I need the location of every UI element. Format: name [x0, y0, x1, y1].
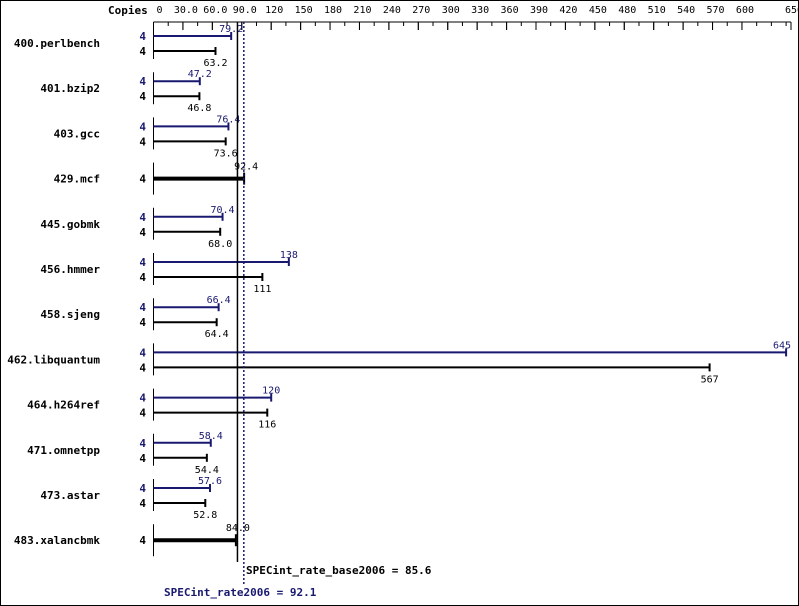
x-tick-label: 360	[501, 5, 519, 16]
x-tick-label: 210	[353, 5, 371, 16]
base-copies: 4	[139, 497, 146, 510]
base-copies: 4	[139, 316, 146, 329]
x-tick-label: 600	[736, 5, 754, 16]
benchmark-name: 429.mcf	[54, 173, 100, 186]
base-copies: 4	[139, 90, 146, 103]
benchmark-row: 462.libquantum 4 645 4 567	[7, 340, 791, 385]
base-value-label: 63.2	[203, 58, 227, 69]
peak-copies: 4	[139, 482, 146, 495]
benchmark-name: 456.hmmer	[40, 263, 100, 276]
x-tick-label: 420	[559, 5, 577, 16]
base-value-label: 54.4	[195, 465, 219, 476]
benchmark-row: 400.perlbench 4 79.2 4 63.2	[14, 24, 243, 69]
peak-value-label: 120	[262, 386, 280, 397]
base-value-label: 73.6	[214, 148, 238, 159]
benchmark-row: 403.gcc 4 76.4 4 73.6	[54, 114, 241, 159]
base-copies: 4	[139, 226, 146, 239]
peak-copies: 4	[139, 120, 146, 133]
benchmark-bars: 400.perlbench479.2463.2401.bzip2447.2446…	[7, 24, 791, 557]
peak-value-label: 70.4	[210, 205, 234, 216]
base-copies: 4	[139, 173, 146, 186]
x-tick-label: 450	[589, 5, 607, 16]
x-tick-label: 650	[785, 5, 799, 16]
benchmark-name: 445.gobmk	[40, 218, 100, 231]
x-tick-label: 390	[530, 5, 548, 16]
peak-value-label: 66.4	[207, 295, 231, 306]
x-tick-label: 30.0	[174, 5, 198, 16]
peak-value-label: 57.6	[198, 476, 222, 487]
peak-copies: 4	[139, 256, 146, 269]
peak-copies: 4	[139, 75, 146, 88]
benchmark-name: 403.gcc	[54, 127, 100, 140]
x-tick-label: 60.0	[203, 5, 227, 16]
peak-copies: 4	[139, 30, 146, 43]
x-tick-label: 120	[265, 5, 283, 16]
benchmark-name: 458.sjeng	[40, 308, 100, 321]
x-tick-label: 300	[442, 5, 460, 16]
base-value-label: 111	[253, 284, 271, 295]
base-summary-label: SPECint_rate_base2006 = 85.6	[246, 564, 432, 577]
benchmark-name: 462.libquantum	[7, 353, 100, 366]
peak-copies: 4	[139, 211, 146, 224]
benchmark-row: 473.astar 4 57.6 4 52.8	[40, 476, 222, 521]
base-copies: 4	[139, 361, 146, 374]
x-tick-label: 90.0	[233, 5, 257, 16]
x-axis: 0 30.0 60.0 90.0 120 150 180 210 240 270 300 330 360…	[153, 5, 799, 30]
summary-reference-lines: SPECint_rate_base2006 = 85.6SPECint_rate…	[164, 22, 432, 599]
benchmark-name: 464.h264ref	[27, 399, 100, 412]
base-copies: 4	[139, 452, 146, 465]
benchmark-row: 458.sjeng 4 66.4 4 64.4	[40, 295, 230, 340]
peak-value-label: 47.2	[188, 69, 212, 80]
benchmark-name: 483.xalancbmk	[14, 534, 100, 547]
benchmark-row: 471.omnetpp 4 58.4 4 54.4	[27, 431, 223, 476]
x-tick-label: 510	[648, 5, 666, 16]
base-copies: 4	[139, 271, 146, 284]
x-tick-label: 570	[707, 5, 725, 16]
benchmark-row: 445.gobmk 4 70.4 4 68.0	[40, 205, 234, 250]
benchmark-name: 400.perlbench	[14, 37, 100, 50]
base-value-label: 52.8	[193, 510, 217, 521]
benchmark-row: 464.h264ref 4 120 4 116	[27, 386, 280, 431]
x-tick-label: 480	[618, 5, 636, 16]
base-value-label: 92.4	[234, 162, 258, 173]
benchmark-name: 471.omnetpp	[27, 444, 100, 457]
benchmark-name: 473.astar	[40, 489, 100, 502]
benchmark-name: 401.bzip2	[40, 82, 100, 95]
peak-copies: 4	[139, 437, 146, 450]
peak-summary-label: SPECint_rate2006 = 92.1	[164, 586, 317, 599]
base-copies: 4	[139, 45, 146, 58]
x-tick-label: 0	[157, 5, 163, 16]
peak-copies: 4	[139, 346, 146, 359]
base-value-label: 68.0	[208, 239, 232, 250]
copies-header: Copies	[108, 4, 148, 17]
base-copies: 4	[139, 407, 146, 420]
x-tick-label: 330	[471, 5, 489, 16]
base-copies: 4	[139, 534, 146, 547]
peak-value-label: 79.2	[219, 24, 243, 35]
benchmark-row: 401.bzip2 4 47.2 4 46.8	[40, 69, 211, 114]
peak-copies: 4	[139, 392, 146, 405]
base-value-label: 567	[701, 374, 719, 385]
benchmark-row: 456.hmmer 4 138 4 111	[40, 250, 297, 295]
x-tick-label: 270	[412, 5, 430, 16]
peak-value-label: 645	[773, 340, 791, 351]
peak-value-label: 58.4	[199, 431, 223, 442]
x-tick-label: 540	[677, 5, 695, 16]
x-tick-label: 180	[324, 5, 342, 16]
x-tick-label: 240	[383, 5, 401, 16]
peak-copies: 4	[139, 301, 146, 314]
base-copies: 4	[139, 135, 146, 148]
base-value-label: 116	[258, 420, 276, 431]
peak-value-label: 138	[280, 250, 298, 261]
base-value-label: 64.4	[205, 329, 229, 340]
base-value-label: 46.8	[187, 103, 211, 114]
peak-value-label: 76.4	[216, 114, 240, 125]
x-tick-label: 150	[295, 5, 313, 16]
